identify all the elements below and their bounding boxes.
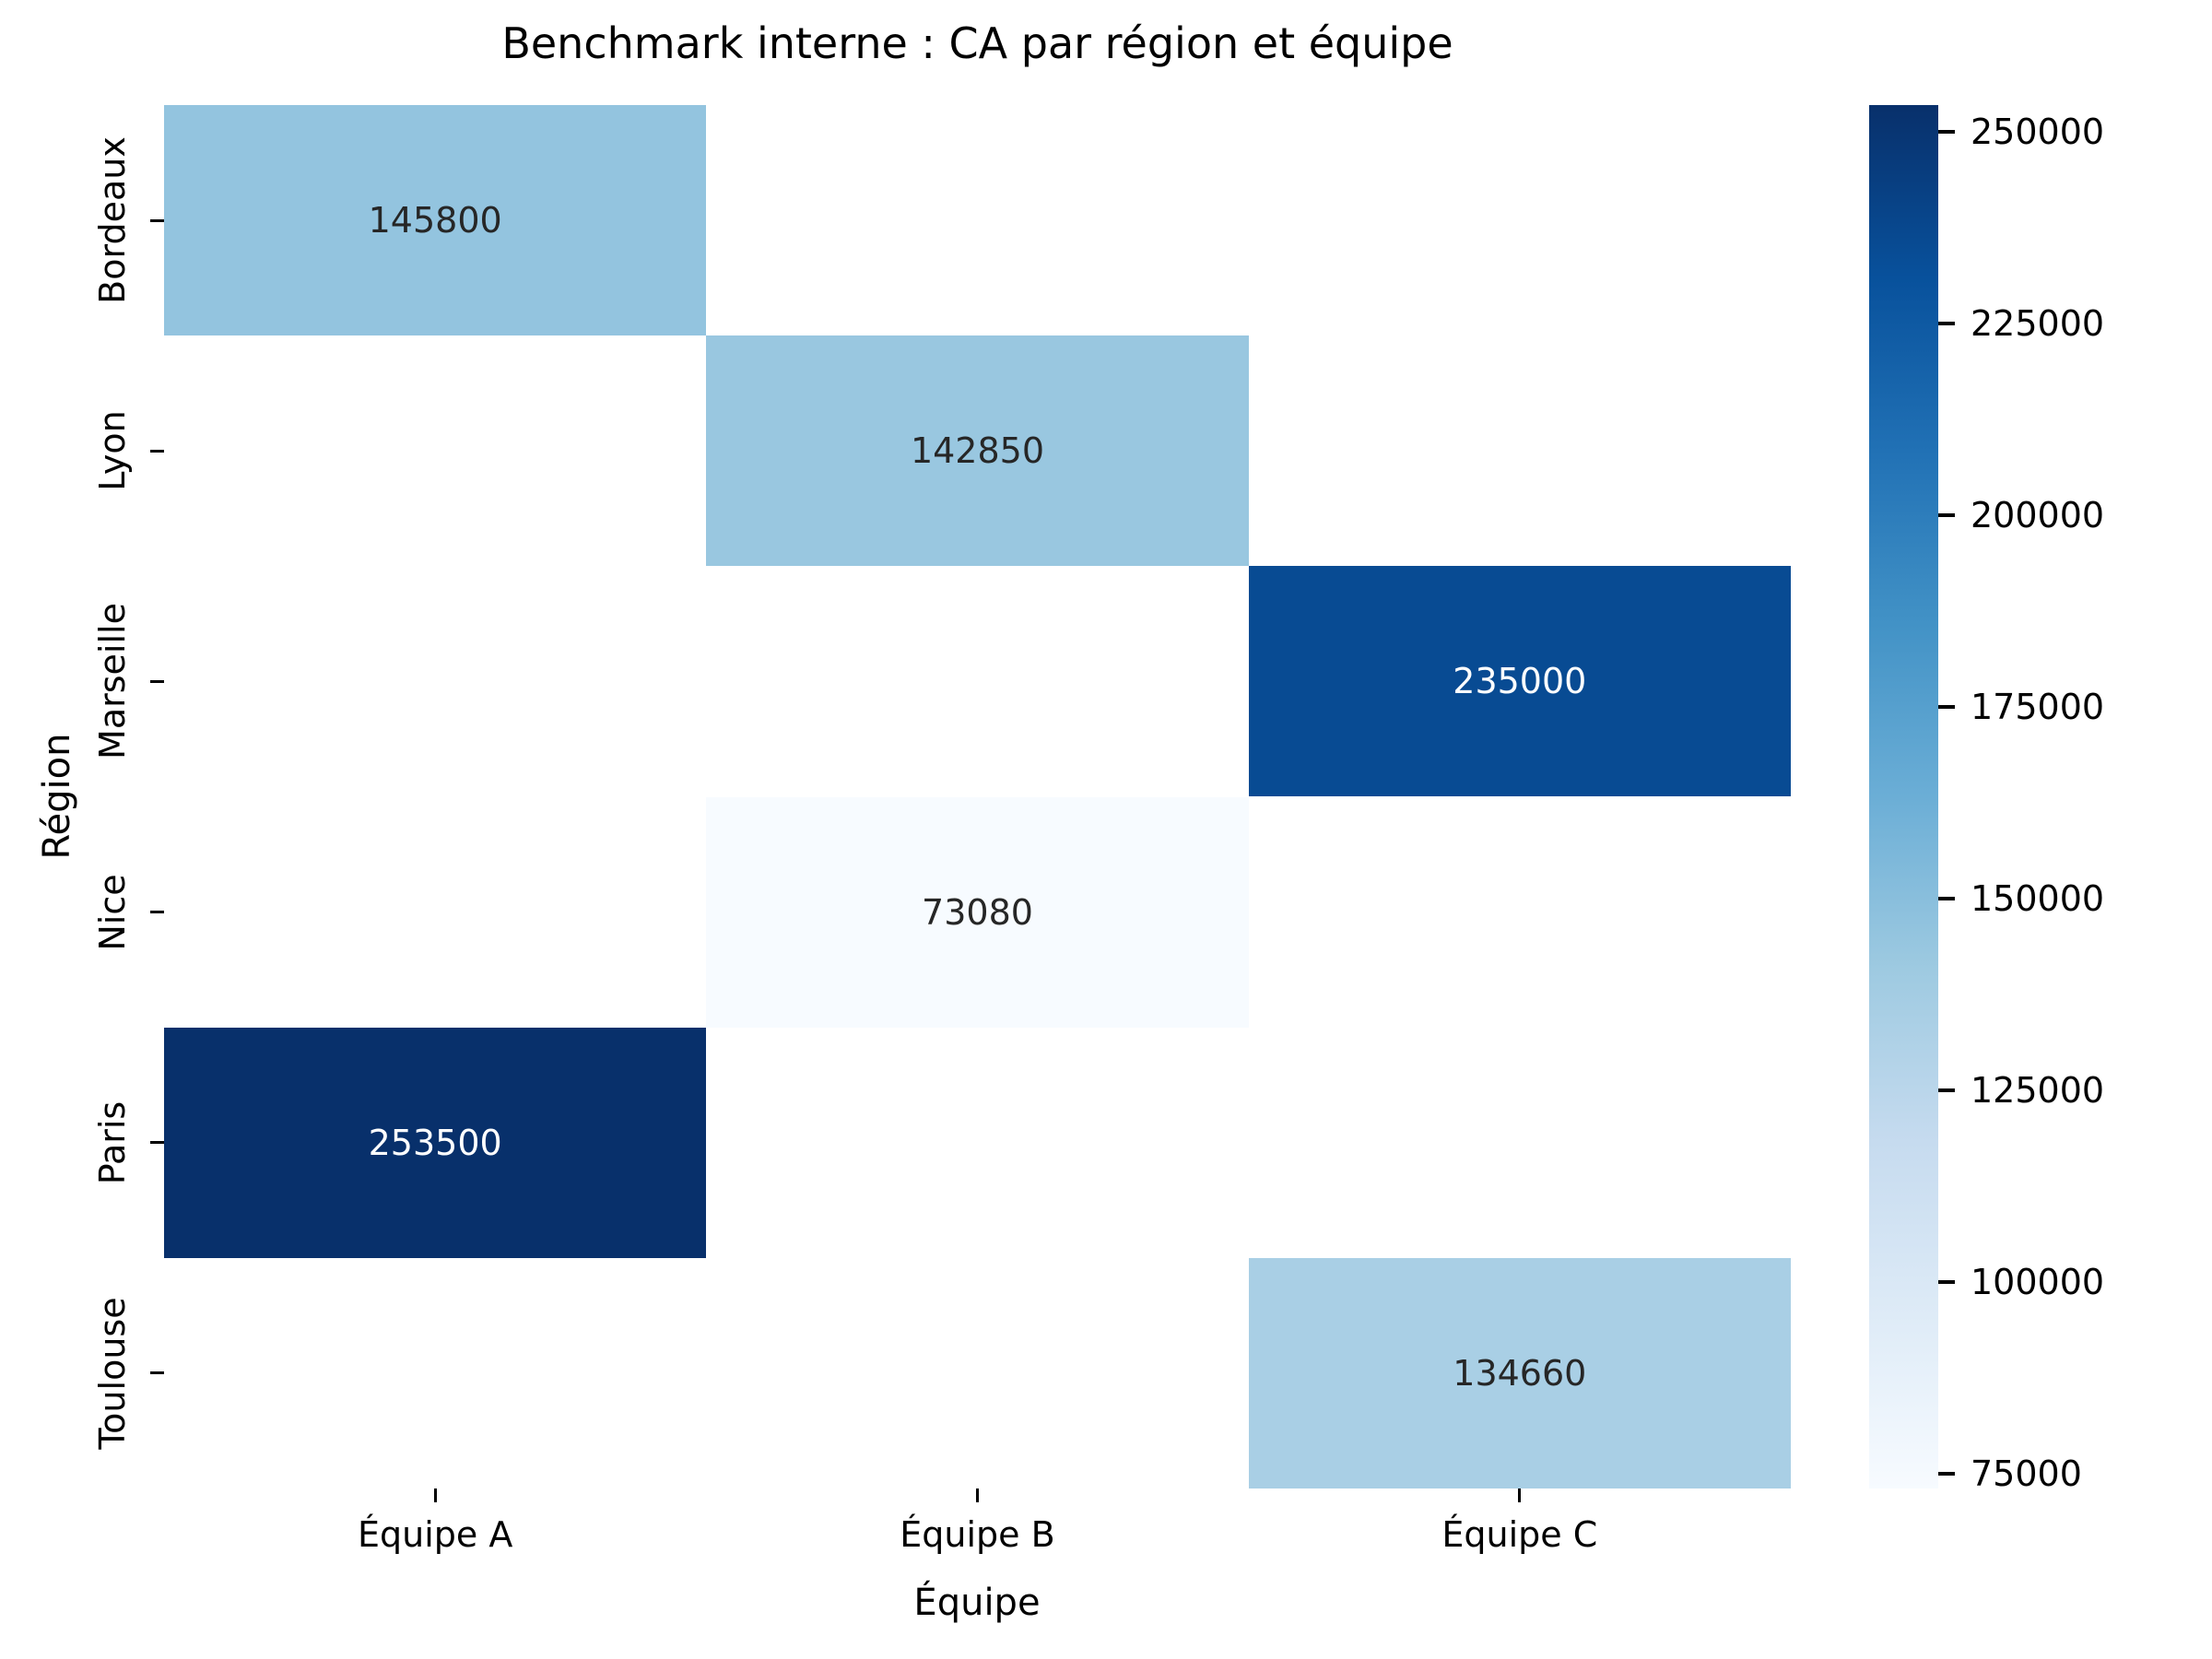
cell-annotation: 142850 (910, 430, 1045, 472)
heatmap-cell: 235000 (1248, 566, 1791, 797)
colorbar (1869, 105, 1938, 1488)
x-tick-mark (1518, 1488, 1522, 1502)
y-tick-label: Nice (92, 873, 133, 951)
cell-annotation: 253500 (368, 1122, 502, 1163)
heatmap-cell: 73080 (706, 796, 1249, 1028)
colorbar-tick-label: 100000 (1971, 1262, 2105, 1303)
y-tick-label: Toulouse (92, 1297, 133, 1450)
y-tick-mark (150, 218, 164, 222)
y-axis-label: Région (36, 733, 78, 860)
heatmap-cell: 142850 (706, 335, 1249, 567)
colorbar-tick-mark (1938, 1280, 1955, 1285)
y-tick-mark (150, 1371, 164, 1375)
colorbar-tick-label: 150000 (1971, 878, 2105, 920)
x-axis-label: Équipe (913, 1582, 1041, 1624)
colorbar-tick-mark (1938, 1088, 1955, 1093)
cell-annotation: 145800 (368, 200, 502, 241)
colorbar-tick-label: 225000 (1971, 303, 2105, 345)
y-tick-label: Bordeaux (92, 136, 133, 304)
cell-annotation: 73080 (922, 891, 1033, 933)
chart-title: Benchmark interne : CA par région et équ… (501, 18, 1453, 68)
colorbar-tick-label: 125000 (1971, 1070, 2105, 1112)
y-tick-label: Paris (92, 1100, 133, 1184)
cell-annotation: 134660 (1453, 1352, 1587, 1394)
x-tick-label: Équipe C (1441, 1514, 1598, 1555)
y-tick-mark (150, 679, 164, 683)
colorbar-tick-label: 250000 (1971, 112, 2105, 153)
heatmap-cell: 134660 (1248, 1257, 1791, 1488)
colorbar-tick-label: 75000 (1971, 1453, 2082, 1495)
x-tick-mark (976, 1488, 979, 1502)
heatmap-cell: 253500 (164, 1027, 707, 1258)
heatmap-cell: 145800 (164, 105, 707, 336)
colorbar-tick-mark (1938, 322, 1955, 326)
colorbar-tick-mark (1938, 705, 1955, 710)
colorbar-tick-mark (1938, 897, 1955, 901)
y-tick-mark (150, 1141, 164, 1145)
y-tick-label: Lyon (92, 410, 133, 492)
colorbar-tick-label: 175000 (1971, 687, 2105, 728)
plot-area: 145800 142850 235000 73080 253500 134660 (164, 105, 1791, 1488)
colorbar-tick-mark (1938, 130, 1955, 135)
x-tick-label: Équipe A (357, 1514, 513, 1555)
y-tick-label: Marseille (92, 603, 133, 760)
cell-annotation: 235000 (1453, 661, 1587, 702)
colorbar-tick-mark (1938, 513, 1955, 518)
y-tick-mark (150, 449, 164, 453)
x-tick-label: Équipe B (900, 1514, 1055, 1555)
colorbar-tick-mark (1938, 1472, 1955, 1477)
colorbar-tick-label: 200000 (1971, 495, 2105, 536)
x-tick-mark (433, 1488, 437, 1502)
y-tick-mark (150, 911, 164, 914)
